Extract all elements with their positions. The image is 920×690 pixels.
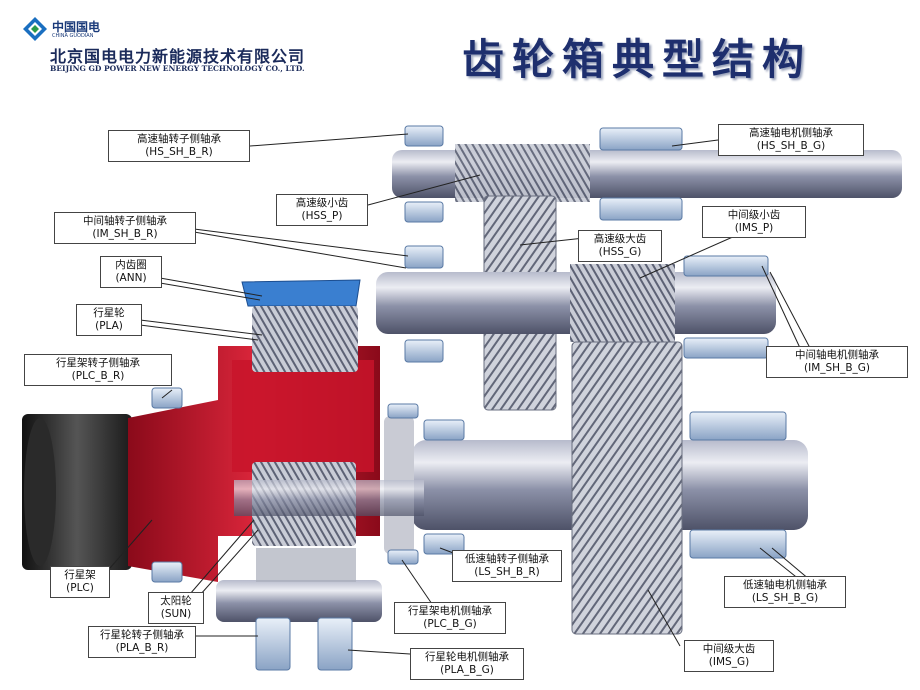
- ls-bearing-gen-top: [689, 411, 787, 441]
- label-hss-p: 高速级小齿 (HSS_P): [276, 194, 368, 226]
- label-cn: 高速级小齿: [295, 197, 349, 209]
- label-ims-p: 中间级小齿 (IMS_P): [702, 206, 806, 238]
- label-cn: 行星轮: [93, 307, 125, 319]
- hs-bearing-gen-bottom: [599, 197, 683, 221]
- plc-bearing-gen-bottom: [387, 549, 419, 565]
- label-code: (LS_SH_B_R): [474, 566, 540, 578]
- pla-bearing-gen: [317, 617, 353, 671]
- hs-bearing-rotor-top: [404, 125, 444, 147]
- label-code: (IMS_P): [734, 222, 774, 234]
- label-cn: 中间级小齿: [727, 209, 781, 221]
- label-hs-sh-b-g: 高速轴电机侧轴承 (HS_SH_B_G): [718, 124, 864, 156]
- im-bearing-gen-top: [683, 255, 769, 277]
- label-code: (PLA): [95, 320, 123, 332]
- china-guodian-logo-icon: [23, 17, 47, 41]
- logo-cn-text: 中国国电: [52, 20, 101, 34]
- label-cn: 高速轴电机侧轴承: [749, 127, 833, 139]
- label-im-sh-b-r: 中间轴转子侧轴承 (IM_SH_B_R): [54, 212, 196, 244]
- label-cn: 行星轮转子侧轴承: [100, 629, 184, 641]
- label-cn: 低速轴转子侧轴承: [465, 553, 549, 565]
- im-bearing-rotor-bottom: [404, 339, 444, 363]
- label-cn: 行星架转子侧轴承: [56, 357, 140, 369]
- label-plc: 行星架 (PLC): [50, 566, 110, 598]
- label-code: (PLA_B_G): [440, 664, 494, 676]
- label-ann: 内齿圈 (ANN): [100, 256, 162, 288]
- label-cn: 太阳轮: [160, 595, 192, 607]
- sun-shaft: [234, 480, 424, 516]
- label-code: (IMS_G): [708, 656, 750, 668]
- company-name-en: BEIJING GD POWER NEW ENERGY TECHNOLOGY C…: [50, 64, 305, 73]
- label-im-sh-b-g: 中间轴电机侧轴承 (IM_SH_B_G): [766, 346, 908, 378]
- planet-gear: [252, 306, 358, 372]
- label-cn: 行星轮电机侧轴承: [425, 651, 509, 663]
- label-code: (IM_SH_B_G): [804, 362, 870, 374]
- hs-bearing-rotor-bottom: [404, 201, 444, 223]
- ls-bearing-gen-bottom: [689, 529, 787, 559]
- ims-gear: [571, 341, 683, 635]
- label-cn: 内齿圈: [115, 259, 147, 271]
- hs-bearing-gen-top: [599, 127, 683, 151]
- label-code: (HSS_P): [301, 210, 343, 222]
- label-code: (SUN): [160, 608, 192, 620]
- label-cn: 低速轴电机侧轴承: [743, 579, 827, 591]
- label-cn: 中间级大齿: [702, 643, 756, 655]
- label-cn: 高速轴转子侧轴承: [137, 133, 221, 145]
- label-sun: 太阳轮 (SUN): [148, 592, 204, 624]
- label-ls-sh-b-r: 低速轴转子侧轴承 (LS_SH_B_R): [452, 550, 562, 582]
- im-bearing-rotor-top: [404, 245, 444, 269]
- ls-bearing-rotor-bottom: [423, 533, 465, 555]
- planet-pin-shaft: [216, 580, 382, 622]
- pla-lower-housing: [256, 548, 356, 582]
- label-ims-g: 中间级大齿 (IMS_G): [684, 640, 774, 672]
- planet-carrier-face: [232, 360, 374, 472]
- label-pla-b-r: 行星轮转子侧轴承 (PLA_B_R): [88, 626, 196, 658]
- label-cn: 行星架电机侧轴承: [408, 605, 492, 617]
- label-code: (HS_SH_B_R): [145, 146, 213, 158]
- label-hss-g: 高速级大齿 (HSS_G): [578, 230, 662, 262]
- plc-bearing-rotor-bottom: [151, 561, 183, 583]
- label-cn: 中间轴转子侧轴承: [83, 215, 167, 227]
- label-code: (LS_SH_B_G): [751, 592, 819, 604]
- label-plc-b-g: 行星架电机侧轴承 (PLC_B_G): [394, 602, 506, 634]
- label-plc-b-r: 行星架转子侧轴承 (PLC_B_R): [24, 354, 172, 386]
- ls-bearing-rotor-top: [423, 419, 465, 441]
- rotor-hub-face: [24, 418, 56, 566]
- label-cn: 高速级大齿: [593, 233, 647, 245]
- label-code: (HS_SH_B_G): [756, 140, 826, 152]
- label-pla-b-g: 行星轮电机侧轴承 (PLA_B_G): [410, 648, 524, 680]
- label-code: (PLA_B_R): [115, 642, 169, 654]
- label-cn: 行星架: [64, 569, 96, 581]
- label-cn: 中间轴电机侧轴承: [795, 349, 879, 361]
- logo-en-text: CHINA GUODIAN: [52, 33, 94, 39]
- label-code: (IM_SH_B_R): [92, 228, 158, 240]
- label-code: (HSS_G): [598, 246, 642, 258]
- label-code: (PLC_B_R): [71, 370, 125, 382]
- plc-bearing-gen-top: [387, 403, 419, 419]
- company-name-cn: 北京国电电力新能源技术有限公司: [50, 47, 306, 66]
- label-hs-sh-b-r: 高速轴转子侧轴承 (HS_SH_B_R): [108, 130, 250, 162]
- label-code: (PLC_B_G): [423, 618, 477, 630]
- pla-bearing-rotor: [255, 617, 291, 671]
- high-speed-pinion: [455, 144, 590, 202]
- label-pla: 行星轮 (PLA): [76, 304, 142, 336]
- intermediate-pinion: [570, 264, 675, 342]
- ring-gear: [241, 279, 361, 307]
- plc-bearing-rotor-top: [151, 387, 183, 409]
- label-code: (ANN): [115, 272, 147, 284]
- label-ls-sh-b-g: 低速轴电机侧轴承 (LS_SH_B_G): [724, 576, 846, 608]
- label-code: (PLC): [66, 582, 94, 594]
- page-title: 齿轮箱典型结构: [462, 35, 813, 84]
- im-bearing-gen-bottom: [683, 337, 769, 359]
- leader-lines: [109, 133, 811, 655]
